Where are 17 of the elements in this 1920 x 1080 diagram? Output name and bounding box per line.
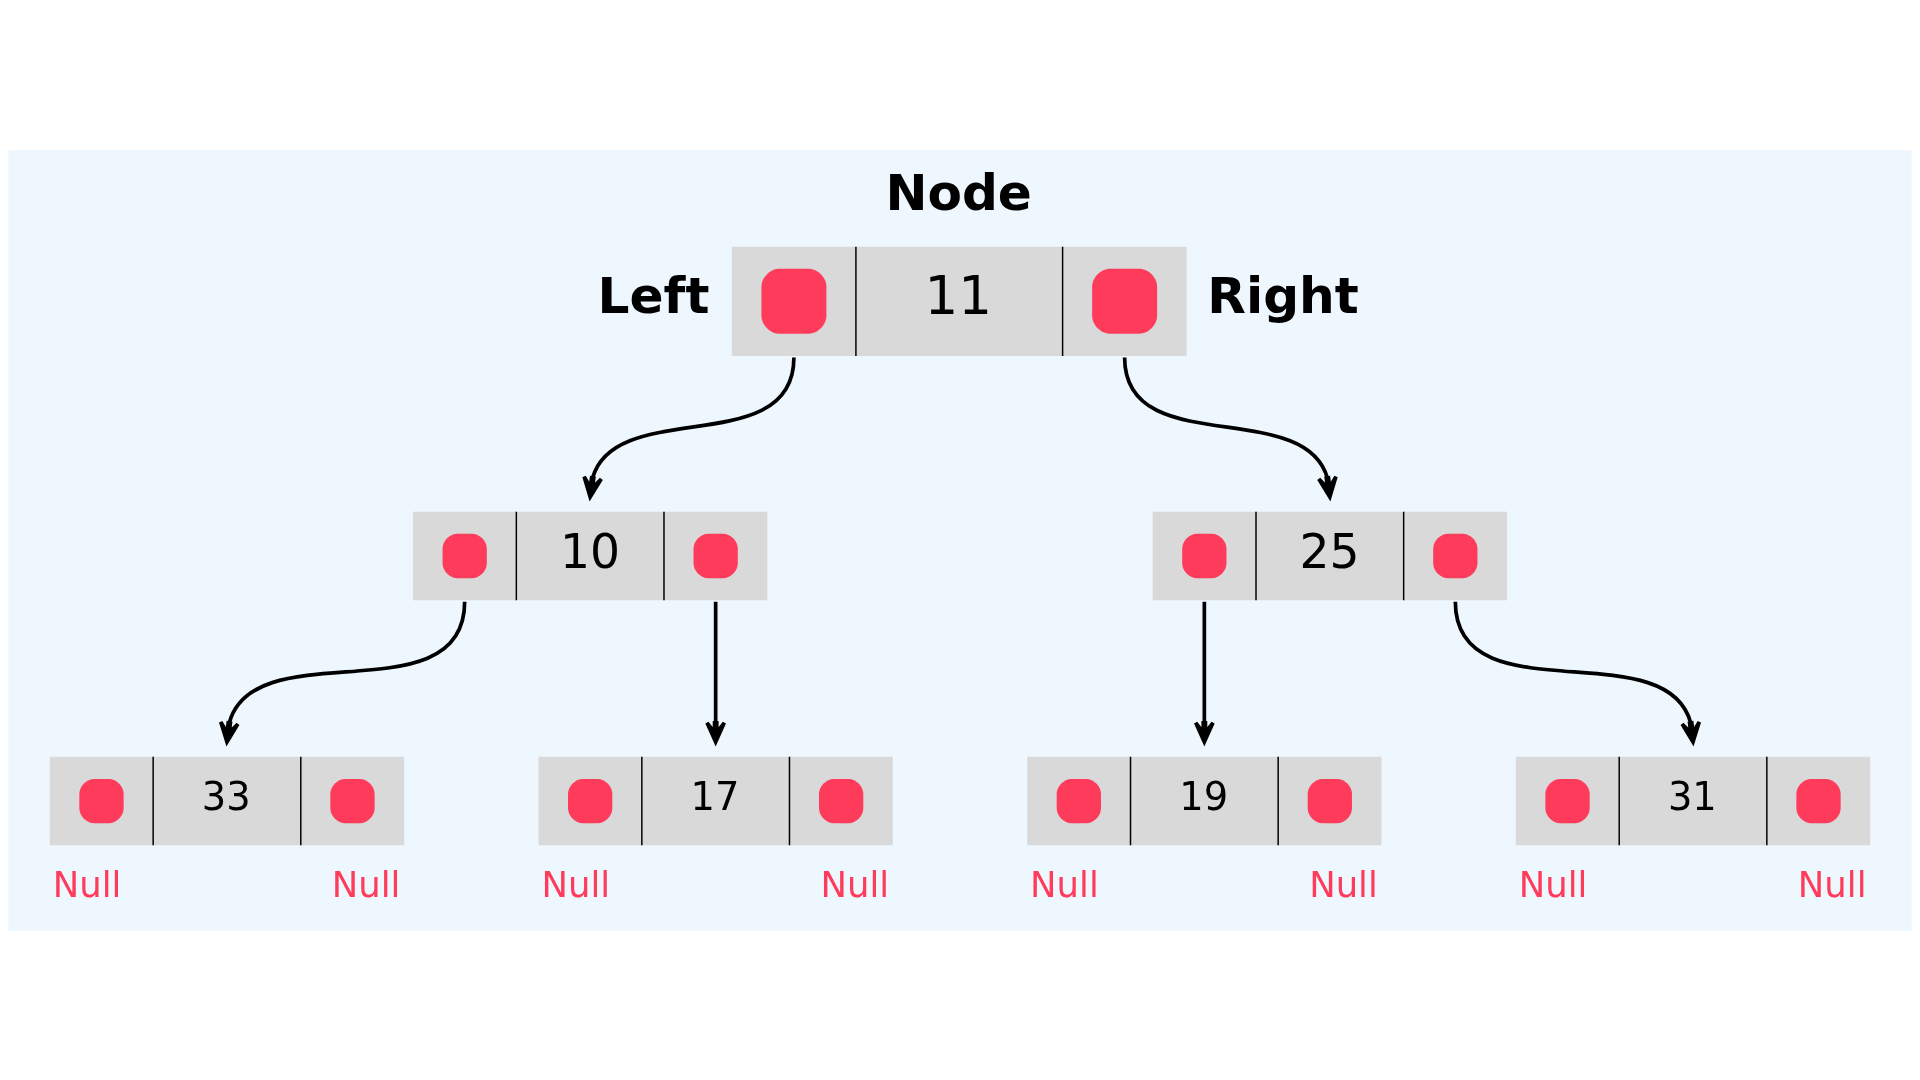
node-label: Null <box>541 863 611 905</box>
node-label: Node <box>885 162 1032 222</box>
node-label: Null <box>1518 863 1588 905</box>
node-label: Null <box>1309 863 1378 905</box>
node-label: Null <box>820 863 890 905</box>
node-label: Null <box>1797 863 1867 905</box>
arrow <box>218 600 467 744</box>
arrow <box>1122 356 1338 499</box>
node-label: Right <box>1207 265 1359 325</box>
node-label: Null <box>1030 863 1099 905</box>
arrow <box>1453 600 1702 744</box>
arrow <box>1193 601 1215 744</box>
node-label: Null <box>331 863 401 905</box>
arrow <box>582 356 796 499</box>
node-label: Null <box>52 863 122 905</box>
node-label: Left <box>597 265 710 325</box>
arrow <box>705 601 727 744</box>
